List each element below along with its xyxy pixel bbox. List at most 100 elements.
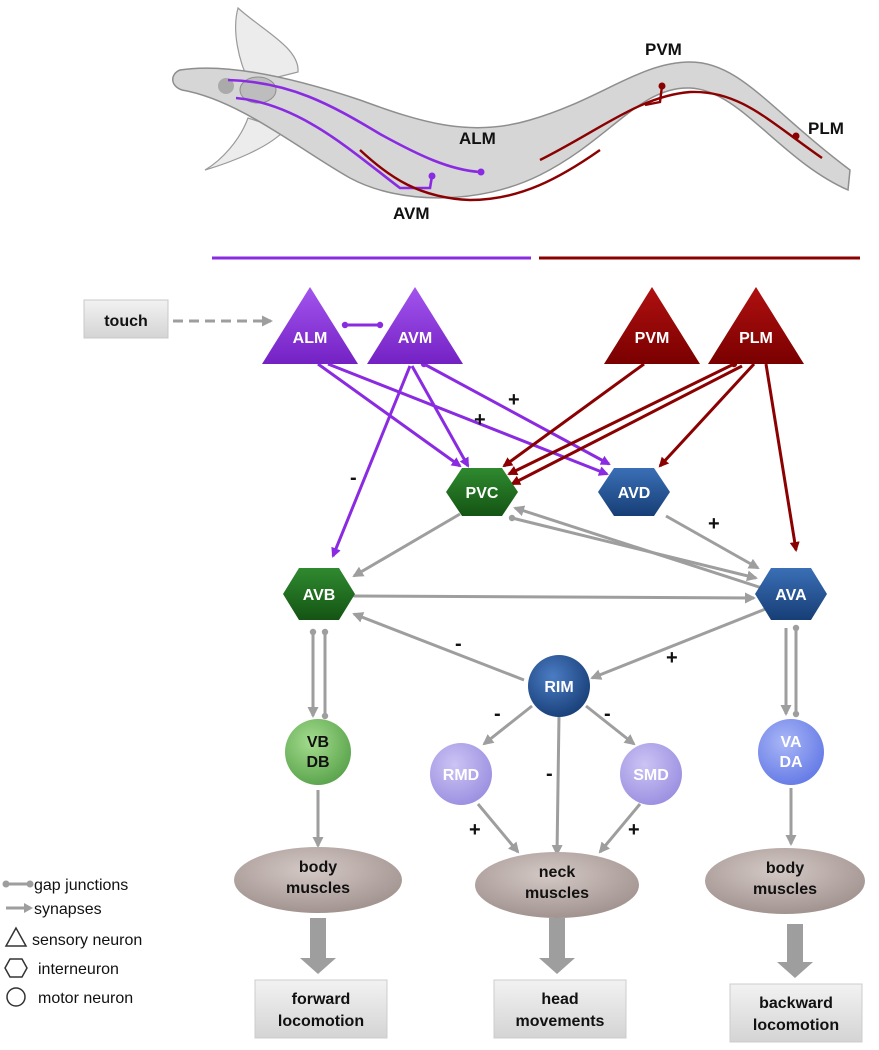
avb-ava-link <box>344 590 756 604</box>
worm-label-plm: PLM <box>808 119 844 138</box>
svg-text:forward: forward <box>292 991 351 1008</box>
legend: gap junctions synapses sensory neuron in… <box>2 877 142 1007</box>
worm-body <box>172 61 851 199</box>
rmd-to-neck <box>476 803 520 854</box>
avm-neurite <box>235 96 434 190</box>
svg-text:PVM: PVM <box>635 330 670 347</box>
output-backward-locomotion: backward locomotion <box>729 983 863 1043</box>
svg-text:AVD: AVD <box>618 485 651 502</box>
alm-neurite <box>227 78 481 174</box>
legend-synapses: synapses <box>6 901 102 918</box>
worm-tail-fin <box>235 6 299 85</box>
sign-rim-avb: - <box>455 633 462 655</box>
svg-text:muscles: muscles <box>753 881 817 898</box>
plm-to-pvc-1 <box>507 360 738 476</box>
svg-text:neck: neck <box>539 864 576 881</box>
svg-text:VA: VA <box>780 734 801 751</box>
svg-text:DB: DB <box>306 754 329 771</box>
svg-text:movements: movements <box>516 1013 605 1030</box>
circle-icon <box>6 987 26 1007</box>
legend-gap-junctions: gap junctions <box>2 877 128 894</box>
ava-to-rim <box>590 604 772 680</box>
sign-rim-neck: - <box>546 763 553 785</box>
smd-to-neck <box>598 803 642 854</box>
sign-rmd-neck: + <box>469 819 481 841</box>
plm-to-ava <box>764 363 800 552</box>
plm-neurite <box>539 90 823 162</box>
svg-text:AVA: AVA <box>775 587 807 604</box>
svg-text:synapses: synapses <box>34 901 102 918</box>
legend-sensory-neuron: sensory neuron <box>4 926 142 949</box>
sign-ava-rim: + <box>666 647 678 669</box>
svg-text:AVM: AVM <box>398 330 432 347</box>
worm-head-bulb <box>218 78 234 94</box>
svg-text:sensory neuron: sensory neuron <box>32 932 142 949</box>
sign-smd-neck: + <box>628 819 640 841</box>
legend-interneuron: interneuron <box>4 958 119 978</box>
hexagon-icon <box>4 958 28 978</box>
motor-neuron-va-da: VA DA <box>758 719 824 785</box>
sensory-neuron-pvm: PVM <box>604 287 700 364</box>
muscle-body-left: body muscles <box>234 847 402 913</box>
worm-label-avm: AVM <box>393 204 430 223</box>
sign-alm-avd: + <box>474 409 486 431</box>
touch-input-box: touch <box>83 299 169 339</box>
worm-lower-fin <box>204 117 287 171</box>
svg-text:muscles: muscles <box>286 880 350 897</box>
interneuron-rim: RIM <box>528 655 590 717</box>
svg-text:AVB: AVB <box>303 587 336 604</box>
legend-motor-neuron: motor neuron <box>6 987 133 1007</box>
worm-label-alm: ALM <box>459 129 496 148</box>
muscle-body-right: body muscles <box>705 848 865 914</box>
ava-to-pvc <box>513 505 766 592</box>
output-forward-locomotion: forward locomotion <box>254 979 388 1039</box>
sensory-neuron-avm: AVM <box>367 287 463 364</box>
svg-text:head: head <box>541 991 578 1008</box>
rim-to-smd <box>585 704 636 746</box>
svg-text:backward: backward <box>759 995 833 1012</box>
svg-text:SMD: SMD <box>633 767 669 784</box>
triangle-icon <box>4 926 28 947</box>
interneuron-ava: AVA <box>755 568 827 620</box>
svg-text:body: body <box>766 860 804 877</box>
sensory-neuron-alm: ALM <box>262 287 358 364</box>
motor-neuron-vb-db: VB DB <box>285 719 351 785</box>
output-head-movements: head movements <box>493 979 627 1039</box>
avd-to-ava <box>665 514 760 570</box>
body-to-forward-arrow <box>300 918 336 974</box>
sign-avm-avd: + <box>508 389 520 411</box>
sign-rim-smd: - <box>604 703 611 725</box>
worm-label-pvm: PVM <box>645 40 682 59</box>
avm-to-avb <box>331 365 412 558</box>
sign-avd-ava: + <box>708 513 720 535</box>
pvc-to-avb <box>352 512 461 578</box>
body-to-backward-arrow <box>777 924 813 978</box>
neck-to-head-arrow <box>539 918 575 974</box>
svg-text:motor neuron: motor neuron <box>38 990 133 1007</box>
svg-text:PLM: PLM <box>739 330 773 347</box>
worm-illustration: ALM AVM PVM PLM <box>172 6 851 223</box>
rim-to-avb <box>352 612 525 682</box>
plm-neurite-ventral <box>359 149 601 202</box>
pvm-neurite <box>644 85 664 107</box>
svg-text:body: body <box>299 859 337 876</box>
interneuron-pvc: PVC <box>446 468 518 516</box>
muscle-neck: neck muscles <box>475 852 639 918</box>
svg-text:ALM: ALM <box>293 330 328 347</box>
sign-avm-avb: - <box>350 467 357 489</box>
svg-text:locomotion: locomotion <box>753 1017 839 1034</box>
interneuron-avd: AVD <box>598 468 670 516</box>
svg-text:muscles: muscles <box>525 885 589 902</box>
sign-rim-rmd: - <box>494 703 501 725</box>
rim-to-rmd <box>482 704 533 746</box>
svg-text:RIM: RIM <box>544 679 573 696</box>
svg-text:RMD: RMD <box>443 767 479 784</box>
touch-label: touch <box>104 313 148 330</box>
plm-to-avd <box>658 362 756 468</box>
motor-neuron-rmd: RMD <box>430 743 492 805</box>
sensory-neuron-plm: PLM <box>708 287 804 364</box>
svg-text:VB: VB <box>307 734 329 751</box>
plm-to-pvc-2 <box>510 364 743 486</box>
motor-neuron-smd: SMD <box>620 743 682 805</box>
